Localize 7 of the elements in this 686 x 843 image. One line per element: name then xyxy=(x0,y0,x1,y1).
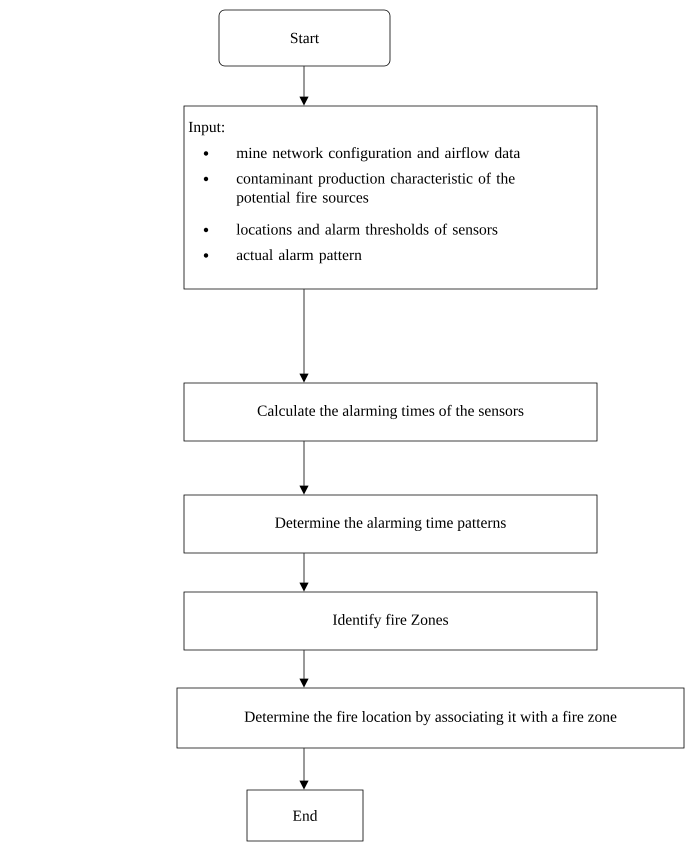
terminal-box: End xyxy=(246,790,364,842)
process-box: Determine the alarming time patterns xyxy=(184,494,598,554)
process-box: Calculate the alarming times of the sensors xyxy=(184,382,598,442)
input-box: Input: mine network configuration and airflow data contaminant production characteristic of the potential fire sources locations and alarm thresholds of sensors actual alarm pattern xyxy=(184,106,598,290)
process-box: Determine the fire location by associating it with a fire zone xyxy=(176,688,684,748)
terminal-box: Start xyxy=(218,10,390,66)
process-box: Identify fire Zones xyxy=(184,592,598,650)
